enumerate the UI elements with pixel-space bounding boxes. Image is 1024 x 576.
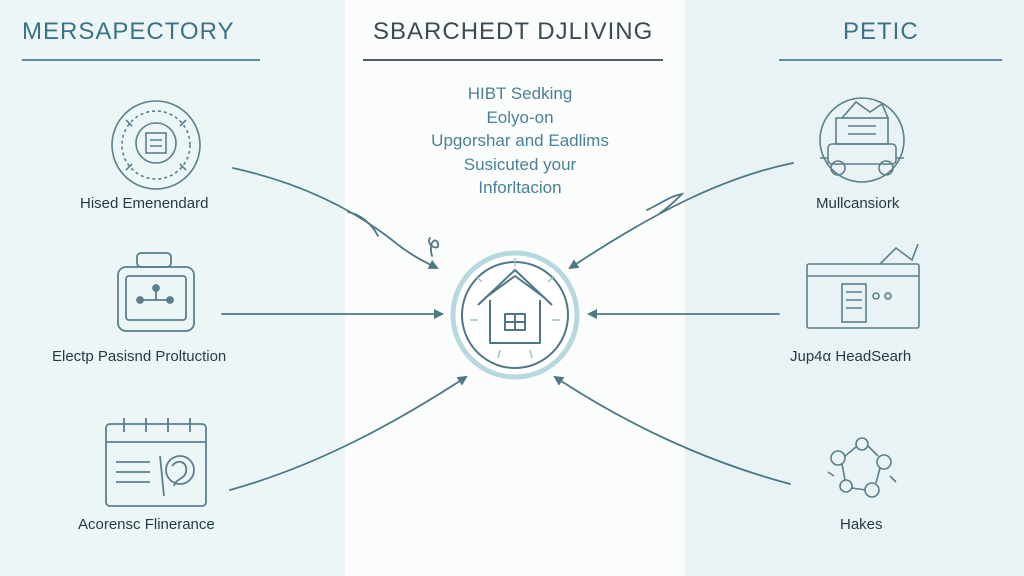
arrow-left-bottom	[229, 375, 468, 491]
monitor-network-icon	[117, 252, 195, 332]
right-panel	[685, 0, 1024, 576]
center-text-line: Upgorshar and Eadlims	[431, 131, 609, 150]
house-hub-icon	[450, 250, 580, 380]
node-label-left-3: Acorensc Flinerance	[78, 516, 215, 533]
node-label-left-1: Hised Emenendard	[80, 195, 209, 212]
calendar-document-icon	[105, 418, 207, 507]
left-column-title: MERSAPECTORY	[22, 18, 235, 45]
arrow-left-top-swirl	[428, 237, 439, 257]
arrow-right-bottom	[553, 375, 791, 485]
arrow-right-top-flourish	[646, 192, 685, 214]
browser-window-icon	[806, 243, 920, 329]
arrow-left-top	[232, 167, 439, 269]
vehicle-cargo-icon	[819, 97, 905, 183]
node-label-right-3: Hakes	[840, 516, 883, 533]
center-text-line: HIBT Sedking	[467, 84, 573, 103]
node-label-right-1: Mullcansiork	[816, 195, 900, 212]
center-description: HIBT Sedking Eolyo-on Upgorshar and Eadl…	[385, 82, 655, 200]
center-text-line: Eolyo-on	[486, 107, 554, 127]
node-label-right-2: Jup4α HeadSearh	[790, 348, 912, 365]
arrow-left-top-flourish	[347, 211, 379, 237]
left-title-rule	[22, 59, 260, 61]
badge-seal-icon	[111, 100, 201, 190]
node-label-left-2: Electp Pasisnd Proltuction	[52, 348, 227, 365]
gears-network-icon	[827, 437, 897, 498]
center-text-line: Susicuted your	[463, 154, 577, 174]
arrow-right-top	[568, 162, 794, 270]
left-panel	[0, 0, 345, 576]
right-column-title: PETIC	[843, 18, 919, 45]
center-title-rule	[363, 59, 663, 61]
center-text-line: Inforltacion	[478, 178, 562, 197]
center-column-title: SBARCHEDT DJLIVING	[373, 18, 654, 45]
right-title-rule	[779, 59, 1002, 61]
